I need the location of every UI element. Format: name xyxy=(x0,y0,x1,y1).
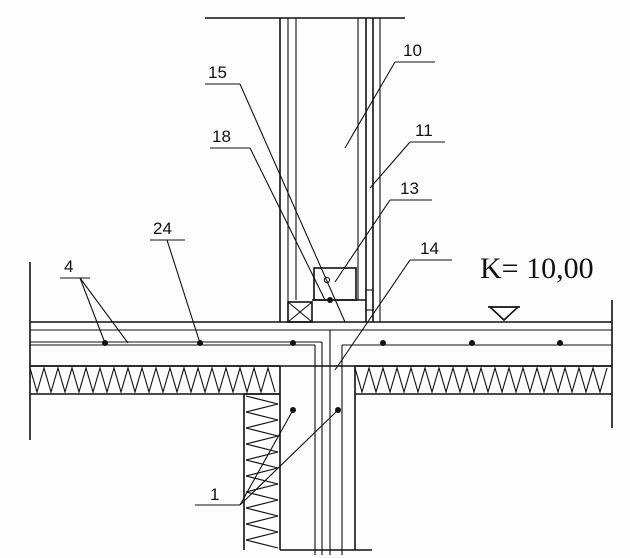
label-14: 14 xyxy=(420,239,439,258)
label-10: 10 xyxy=(403,41,422,60)
label-11: 11 xyxy=(415,121,433,140)
leaders xyxy=(60,61,452,506)
level-marker: K= 10,00 xyxy=(480,252,594,322)
callout-labels: 10 11 13 14 15 18 24 4 1 xyxy=(64,41,439,504)
floor-slab xyxy=(30,321,612,555)
label-1: 1 xyxy=(210,485,219,504)
label-4: 4 xyxy=(64,257,73,276)
label-24: 24 xyxy=(153,219,172,238)
label-13: 13 xyxy=(400,179,419,198)
rebar-dots xyxy=(102,340,563,346)
upper-wall xyxy=(205,17,405,322)
insulation-right xyxy=(354,365,612,395)
label-15: 15 xyxy=(208,63,227,82)
insulation-left xyxy=(29,365,280,395)
label-18: 18 xyxy=(212,127,231,146)
anchor-box xyxy=(313,267,357,301)
level-text: K= 10,00 xyxy=(480,252,594,285)
base-plate xyxy=(287,289,374,323)
lower-wall xyxy=(243,366,372,551)
